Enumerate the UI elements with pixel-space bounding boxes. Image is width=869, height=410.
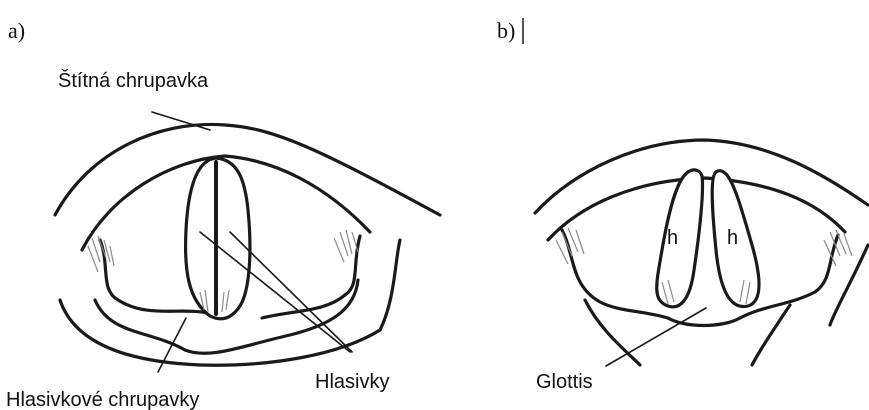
b-right-fold-label: h [727,227,738,249]
b-left-fold-label: h [667,227,678,249]
panel-b: b) [497,18,868,393]
panel-b-label: b) [497,18,515,43]
b-right-outer [830,245,868,325]
b-left-lower [562,230,668,318]
glottis-label: Glottis [536,371,593,393]
thyroid-cartilage-label: Štítná chrupavka [58,69,209,92]
right-cartilage-hatching [334,230,358,262]
panel-a-label: a) [8,18,25,43]
panel-a: a) [6,18,440,410]
b-right-stem [752,305,790,365]
vocal-folds-label: Hlasivky [315,371,389,393]
arytenoid-cartilages-label: Hlasivkové chrupavky [6,389,199,410]
b-right-hatching [824,230,852,266]
